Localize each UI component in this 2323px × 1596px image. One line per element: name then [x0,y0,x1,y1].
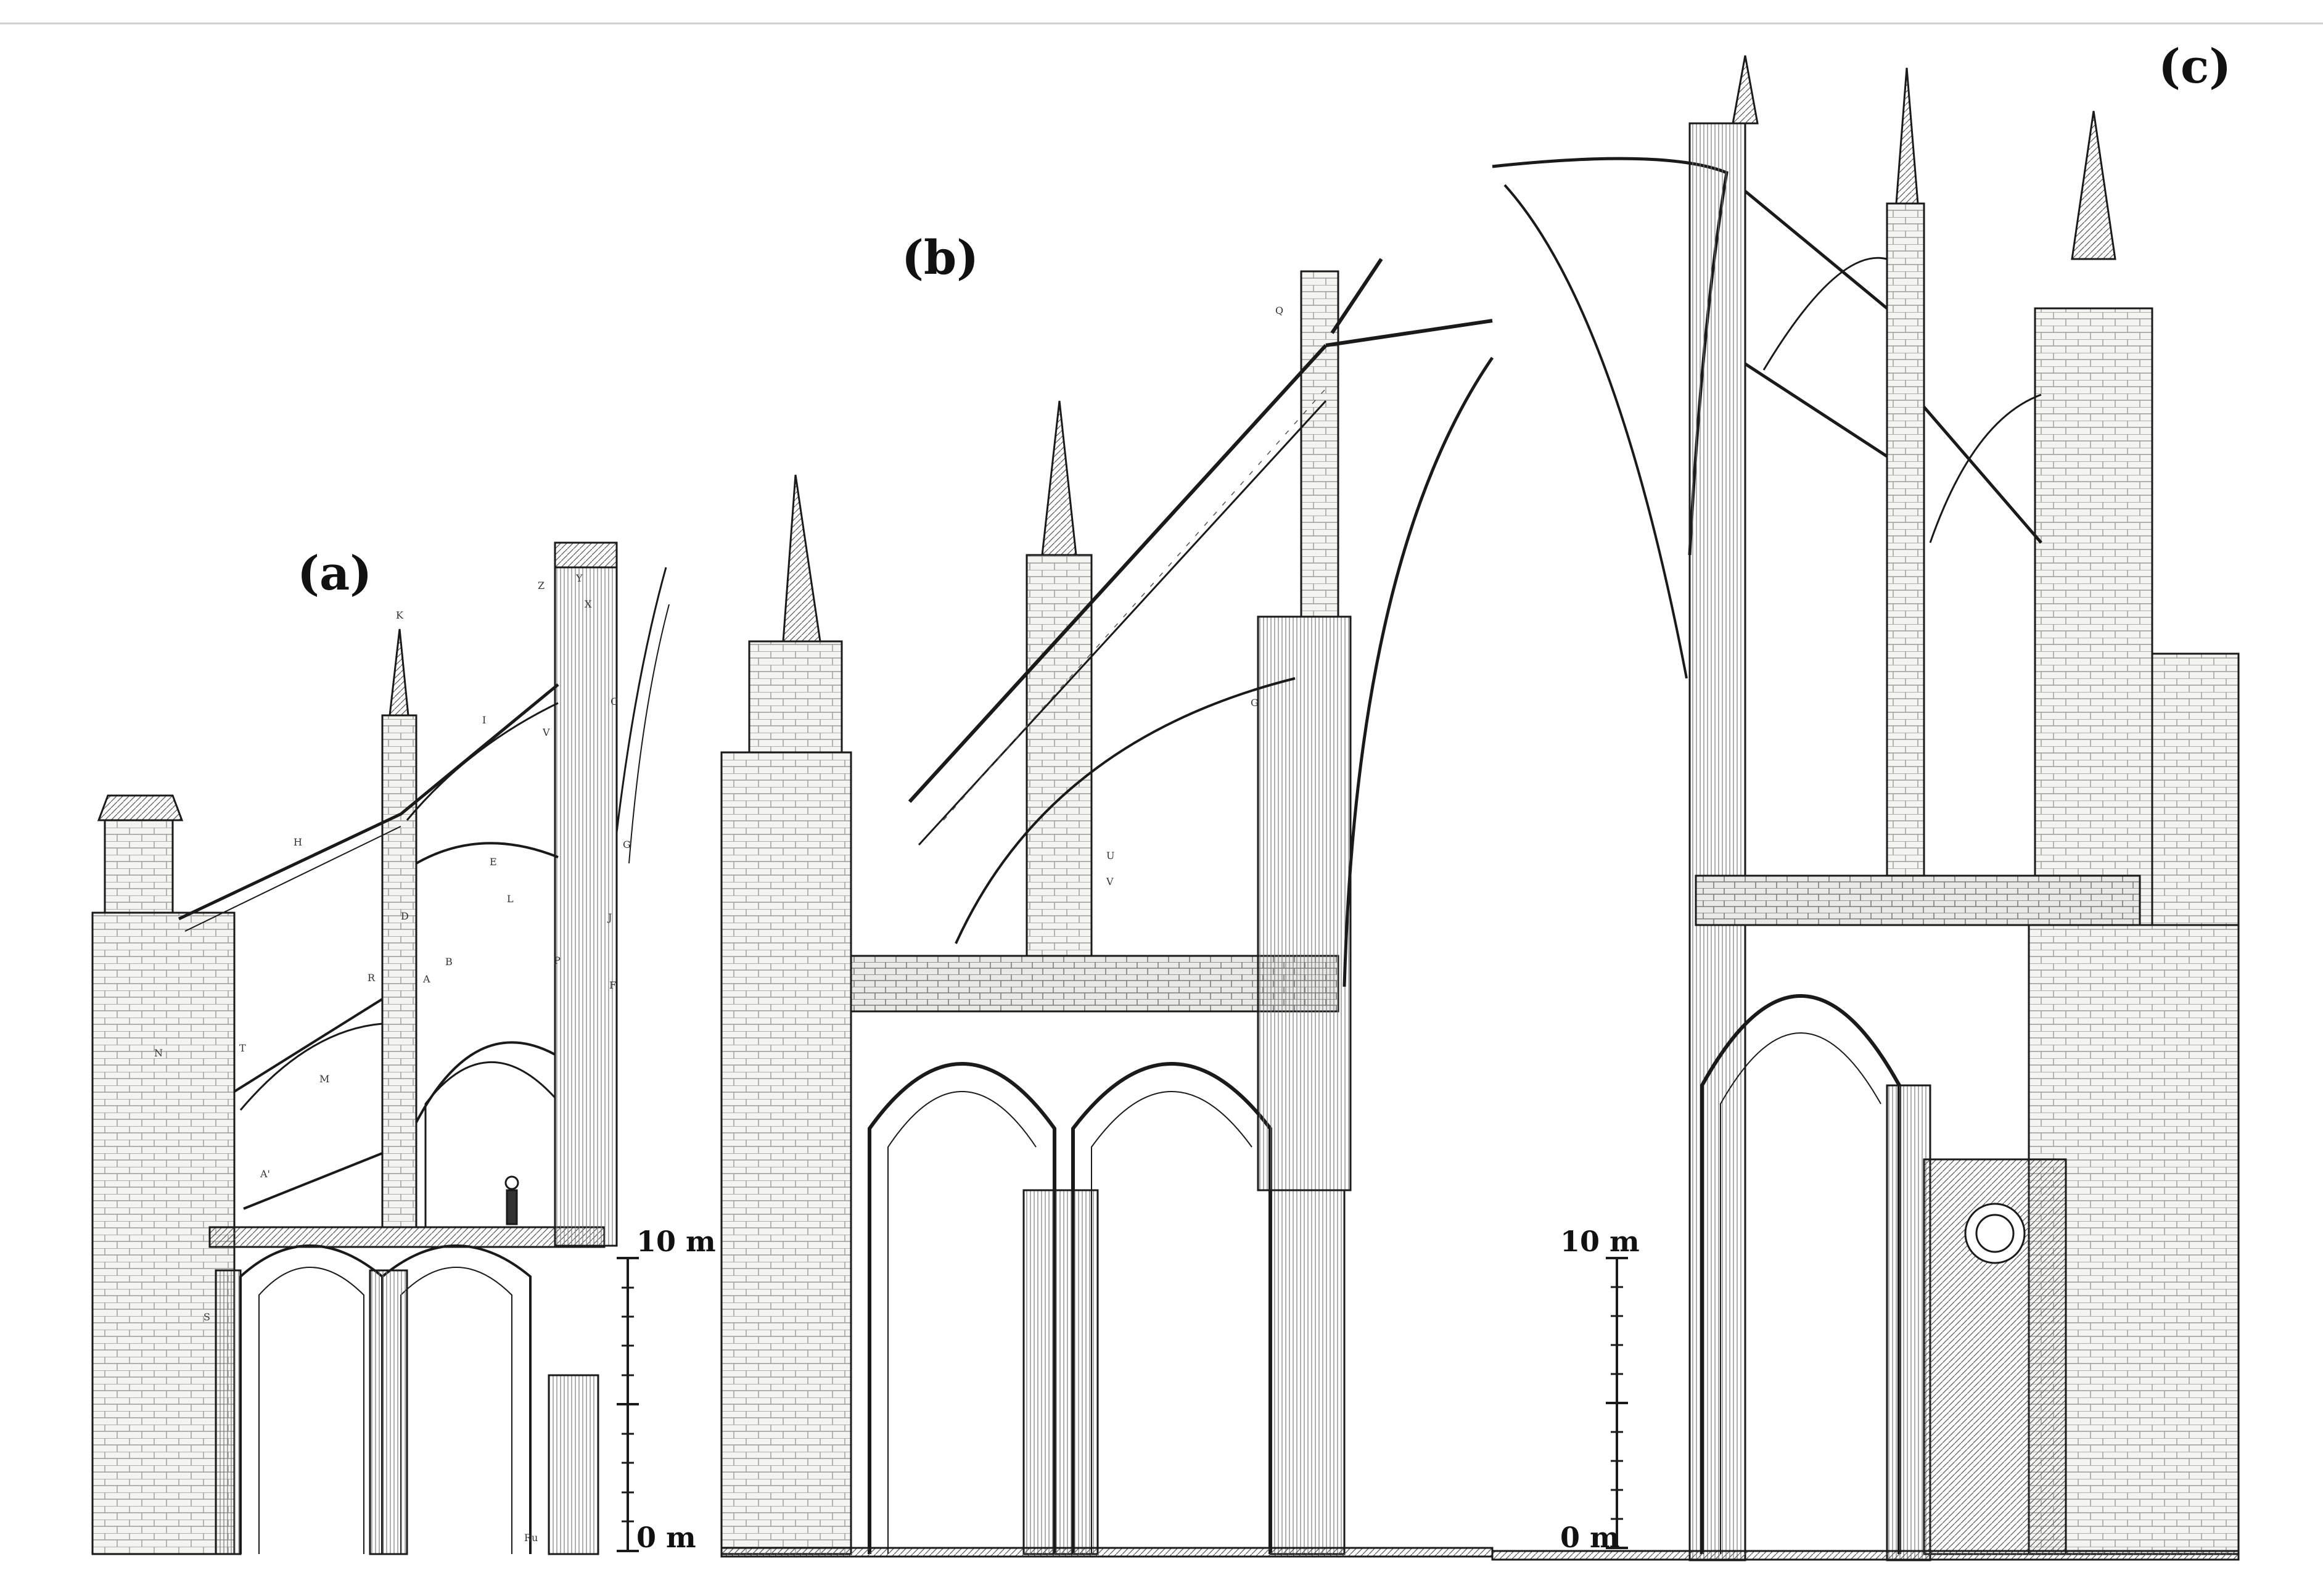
letter-i: I [482,714,487,726]
panel-c-drawing [1491,55,2240,1561]
scale-c-bottom-label: 0 m [1560,1521,1620,1554]
letter-y: Y [576,572,583,584]
letter-f: F [609,979,617,991]
scale-a-top-label: 10 m [636,1225,716,1258]
letter-s: S [204,1311,210,1323]
letter-j: J [608,911,612,923]
letter-b: B [445,956,453,968]
letter-p: P [554,955,561,966]
letter-a: A [423,973,430,985]
letter-k: K [396,609,403,621]
scale-a-bottom-label: 0 m [636,1521,696,1554]
panel-label-b: (b) [902,230,979,285]
letter-r: R [368,972,376,984]
letter-c: C [611,696,619,707]
letter-m: M [319,1073,330,1085]
letter-z: Z [538,580,545,591]
scale-bar-a [617,1257,639,1552]
panel-b-drawing [720,258,1494,1558]
letter-n: N [154,1047,163,1059]
letter-x: X [585,598,592,610]
letter-t: T [239,1042,246,1054]
scale-bar-c [1606,1257,1628,1549]
panel-a-drawing [91,541,670,1555]
letter-g-b: G [1251,697,1259,709]
panel-label-a: (a) [297,546,372,601]
letter-l: L [507,893,514,905]
letter-u: U [1106,850,1115,862]
letter-d: D [401,910,409,922]
letter-ru: Ru [524,1532,538,1544]
letter-a-prime: A' [260,1168,270,1180]
letter-q: Q [1275,305,1284,316]
letter-v-b: V [1106,876,1114,887]
scale-c-top-label: 10 m [1560,1225,1640,1258]
letter-h: H [294,836,302,848]
letter-v: V [543,726,550,738]
panel-label-c: (c) [2158,39,2232,94]
letter-e: E [490,856,497,868]
letter-g: G [623,839,631,850]
